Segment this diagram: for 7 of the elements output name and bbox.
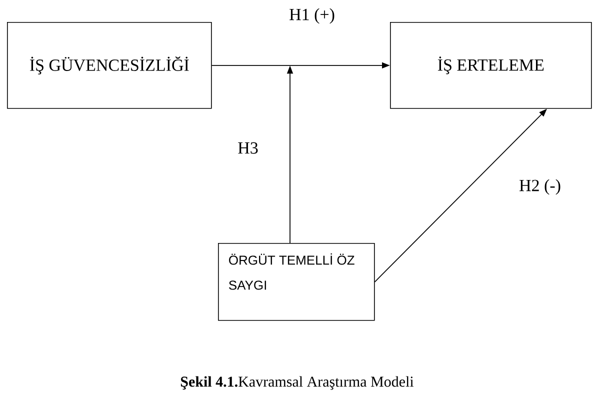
concept-box: İŞ ERTELEME (390, 22, 592, 109)
edge-label: H2 (-) (518, 178, 562, 196)
concept-box: ÖRGÜT TEMELLİ ÖZ SAYGI (218, 242, 375, 321)
edge-label: H3 (236, 141, 260, 155)
concept-box: İŞ GÜVENCESİZLİĞİ (7, 22, 212, 109)
caption: Şekil 4.1.Kavramsal Araştırma Modeli (180, 376, 414, 390)
edge-label: H1 (+) (288, 7, 336, 25)
